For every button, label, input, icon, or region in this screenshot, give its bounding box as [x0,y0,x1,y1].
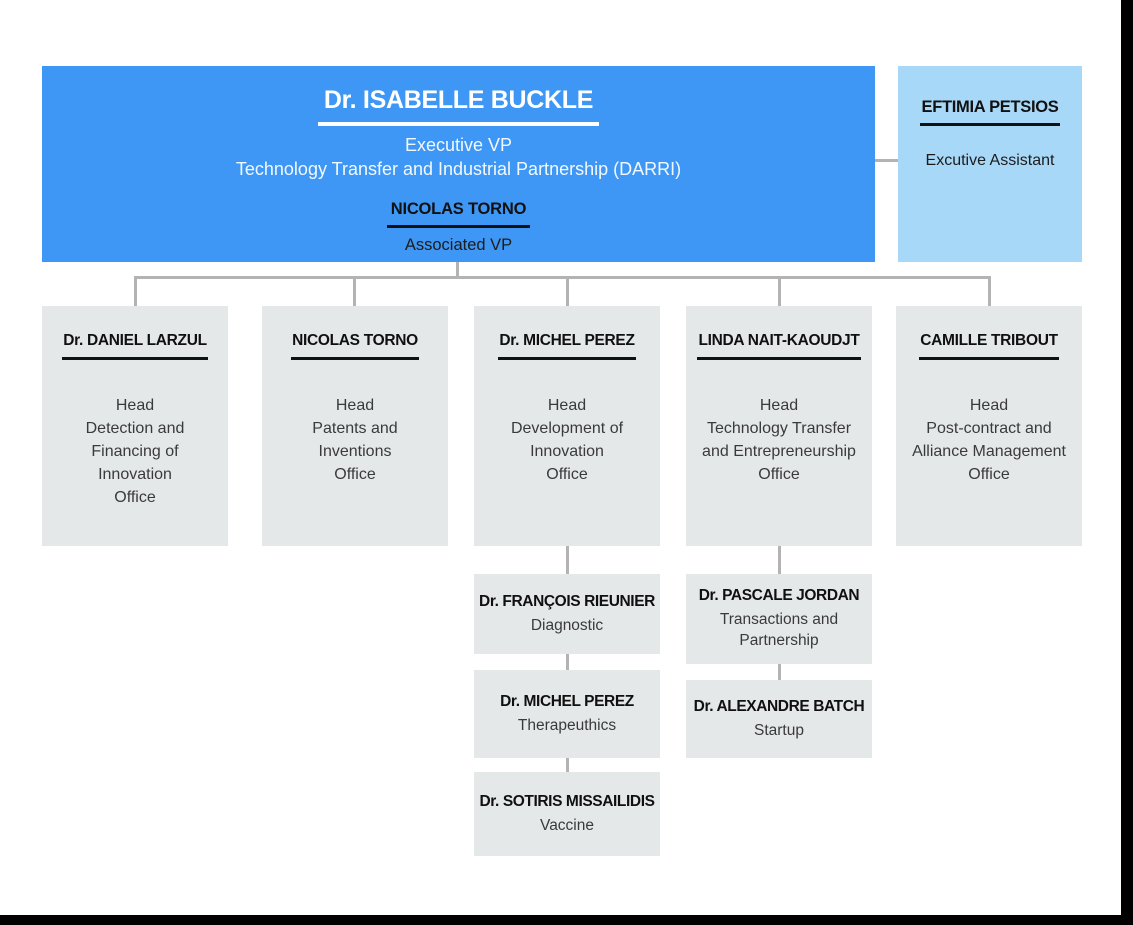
dept-box-development-innovation: Dr. MICHEL PEREZ Head Development of Inn… [474,306,660,546]
dept-role: Head Detection and Financing of Innovati… [85,397,185,506]
sub-box-diagnostic: Dr. FRANÇOIS RIEUNIER Diagnostic [474,574,660,654]
dept-name: Dr. MICHEL PEREZ [498,332,636,360]
connector-rail [134,276,991,279]
connector-innovation-1 [566,546,569,574]
connector-stub-dept3 [566,276,569,306]
dept-box-technology-transfer: LINDA NAIT-KAOUDJT Head Technology Trans… [686,306,872,546]
sub-role: Diagnostic [530,616,604,634]
deputy-name: NICOLAS TORNO [386,200,531,228]
sub-role: Startup [754,721,804,739]
sub-role: Therapeuthics [517,716,617,734]
dept-name: NICOLAS TORNO [291,332,419,360]
connector-transfer-2 [778,664,781,680]
sub-box-vaccine: Dr. SOTIRIS MISSAILIDIS Vaccine [474,772,660,856]
sub-name: Dr. PASCALE JORDAN [698,587,860,604]
dept-role: Head Patents and Inventions Office [312,397,398,483]
sub-role: Transactions and Partnership [719,611,839,649]
connector-transfer-1 [778,546,781,574]
sub-name: Dr. MICHEL PEREZ [500,692,634,710]
dept-box-post-contract: CAMILLE TRIBOUT Head Post-contract and A… [896,306,1082,546]
exec-subtitle: Technology Transfer and Industrial Partn… [235,159,682,179]
dept-role: Head Development of Innovation Office [510,397,624,483]
connector-stub-dept2 [353,276,356,306]
dept-name: Dr. DANIEL LARZUL [62,332,208,360]
assistant-box: EFTIMIA PETSIOS Excutive Assistant [898,66,1082,262]
exec-name: Dr. ISABELLE BUCKLE [317,86,600,126]
assistant-title: Excutive Assistant [925,152,1055,169]
sub-name: Dr. SOTIRIS MISSAILIDIS [479,792,655,810]
exec-title: Executive VP [404,135,513,155]
connector-stub-dept4 [778,276,781,306]
dept-role: Head Post-contract and Alliance Manageme… [912,397,1066,483]
dept-box-patents-inventions: NICOLAS TORNO Head Patents and Invention… [262,306,448,546]
dept-name: CAMILLE TRIBOUT [919,332,1059,360]
connector-innovation-2 [566,654,569,670]
sub-role: Vaccine [540,816,594,834]
sub-name: Dr. FRANÇOIS RIEUNIER [479,592,655,610]
sub-box-startup: Dr. ALEXANDRE BATCH Startup [686,680,872,758]
dept-name: LINDA NAIT-KAOUDJT [697,332,861,360]
connector-stub-dept1 [134,276,137,306]
letterbox-right [1121,0,1133,925]
connector-exec-assistant [875,159,898,162]
sub-box-therapeutics: Dr. MICHEL PEREZ Therapeuthics [474,670,660,758]
exec-box: Dr. ISABELLE BUCKLE Executive VP Technol… [42,66,875,262]
sub-box-transactions: Dr. PASCALE JORDAN Transactions and Part… [686,574,872,664]
connector-innovation-3 [566,758,569,772]
dept-box-detection-financing: Dr. DANIEL LARZUL Head Detection and Fin… [42,306,228,546]
dept-role: Head Technology Transfer and Entrepreneu… [702,397,856,483]
sub-name: Dr. ALEXANDRE BATCH [693,697,865,715]
connector-stub-dept5 [988,276,991,306]
letterbox-bottom [0,915,1133,925]
connector-exec-stub [456,262,459,277]
deputy-title: Associated VP [404,236,513,254]
assistant-name: EFTIMIA PETSIOS [919,98,1061,126]
